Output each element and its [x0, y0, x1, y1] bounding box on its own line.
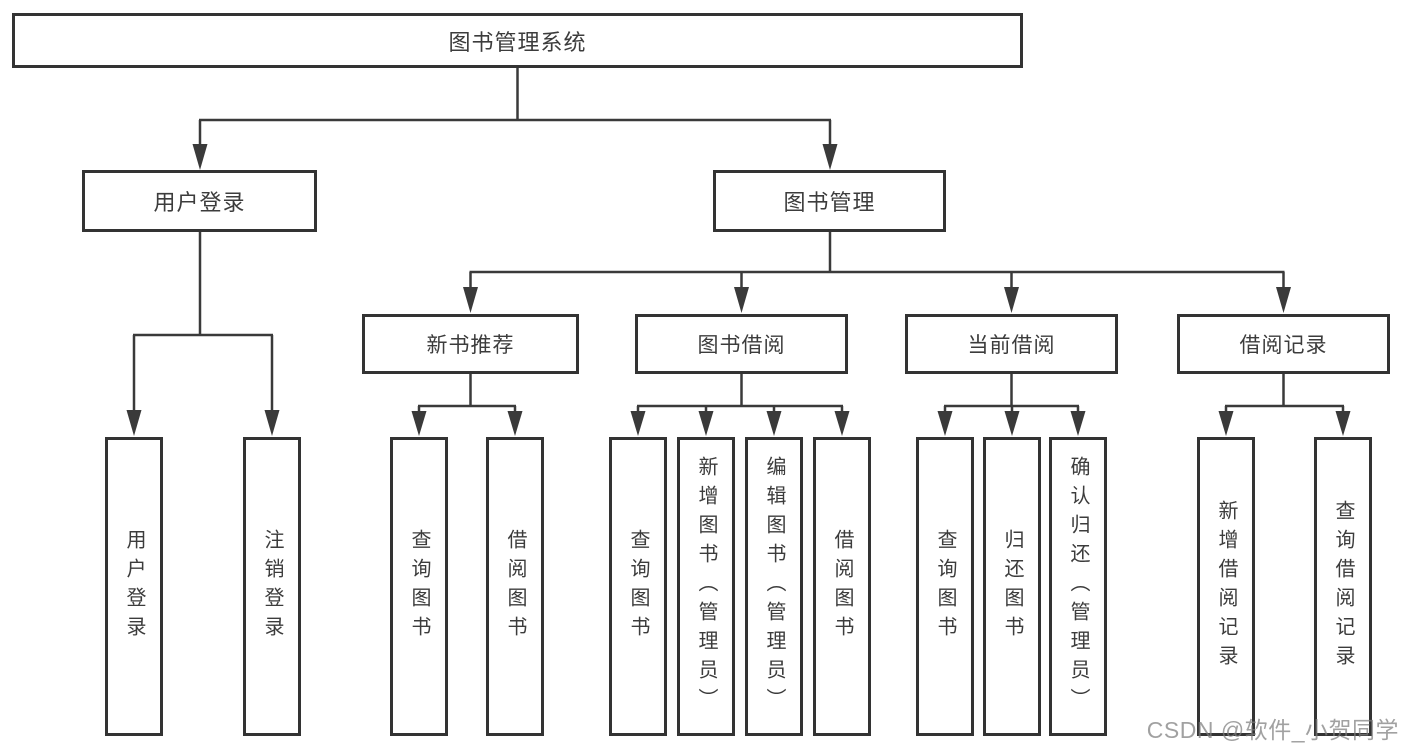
arrow-icon	[834, 411, 850, 436]
watermark: CSDN @软件_小贺同学	[1146, 717, 1399, 743]
node-new-book-recommend: 新书推荐	[362, 314, 579, 374]
node-borrow-books-1: 借阅图书	[486, 437, 544, 736]
arrow-icon	[937, 411, 953, 436]
node-add-book-admin: 新增图书（管理员）	[677, 437, 735, 736]
node-user-login: 用户登录	[82, 170, 317, 232]
arrow-icon	[192, 144, 208, 170]
arrow-icon	[1335, 411, 1351, 436]
arrow-icon	[264, 410, 280, 436]
node-label: 查询图书	[934, 528, 956, 645]
node-query-borrow-record: 查询借阅记录	[1314, 437, 1372, 736]
node-book-borrow: 图书借阅	[635, 314, 848, 374]
node-label: 新增图书（管理员）	[695, 456, 717, 717]
arrow-icon	[463, 287, 478, 313]
node-label: 借阅记录	[1239, 334, 1328, 357]
arrow-icon	[411, 411, 427, 436]
node-label: 查询图书	[627, 528, 649, 645]
arrow-icon	[698, 411, 714, 436]
arrow-icon	[734, 287, 749, 313]
node-borrow-books-2: 借阅图书	[813, 437, 871, 736]
node-confirm-return-admin: 确认归还（管理员）	[1049, 437, 1107, 736]
node-label: 图书借阅	[697, 334, 786, 357]
node-label: 图书管理系统	[448, 29, 587, 55]
node-label: 确认归还（管理员）	[1067, 456, 1089, 717]
node-label: 注销登录	[261, 528, 283, 645]
node-label: 新书推荐	[426, 334, 515, 357]
node-label: 查询图书	[408, 528, 430, 645]
node-label: 查询借阅记录	[1332, 499, 1354, 674]
connector-segments	[132, 68, 1345, 413]
node-return-books: 归还图书	[983, 437, 1041, 736]
arrow-icon	[630, 411, 646, 436]
arrow-icon	[766, 411, 782, 436]
node-query-books-3: 查询图书	[916, 437, 974, 736]
node-logout: 注销登录	[243, 437, 301, 736]
node-add-borrow-record: 新增借阅记录	[1197, 437, 1255, 736]
node-query-books-1: 查询图书	[390, 437, 448, 736]
arrow-icon	[1070, 411, 1086, 436]
node-current-borrow: 当前借阅	[905, 314, 1118, 374]
arrow-icon	[1218, 411, 1234, 436]
node-label: 用户登录	[153, 190, 246, 215]
arrow-icon	[1276, 287, 1291, 313]
node-borrow-records: 借阅记录	[1177, 314, 1390, 374]
node-label: 当前借阅	[967, 334, 1056, 357]
node-label: 借阅图书	[831, 528, 853, 645]
node-query-books-2: 查询图书	[609, 437, 667, 736]
node-book-management: 图书管理	[713, 170, 946, 232]
node-label: 新增借阅记录	[1215, 499, 1237, 674]
node-label: 图书管理	[783, 190, 876, 215]
node-user-login-leaf: 用户登录	[105, 437, 163, 736]
node-label: 归还图书	[1001, 528, 1023, 645]
arrow-icon	[126, 410, 142, 436]
node-root-system: 图书管理系统	[12, 13, 1023, 68]
node-label: 借阅图书	[504, 528, 526, 645]
arrow-icon	[507, 411, 523, 436]
node-edit-book-admin: 编辑图书（管理员）	[745, 437, 803, 736]
arrow-icon	[1004, 287, 1019, 313]
node-label: 编辑图书（管理员）	[763, 456, 785, 717]
arrow-icon	[822, 144, 838, 170]
node-label: 用户登录	[123, 528, 145, 645]
arrow-icon	[1004, 411, 1020, 436]
arrowhead-icons	[126, 144, 1351, 436]
